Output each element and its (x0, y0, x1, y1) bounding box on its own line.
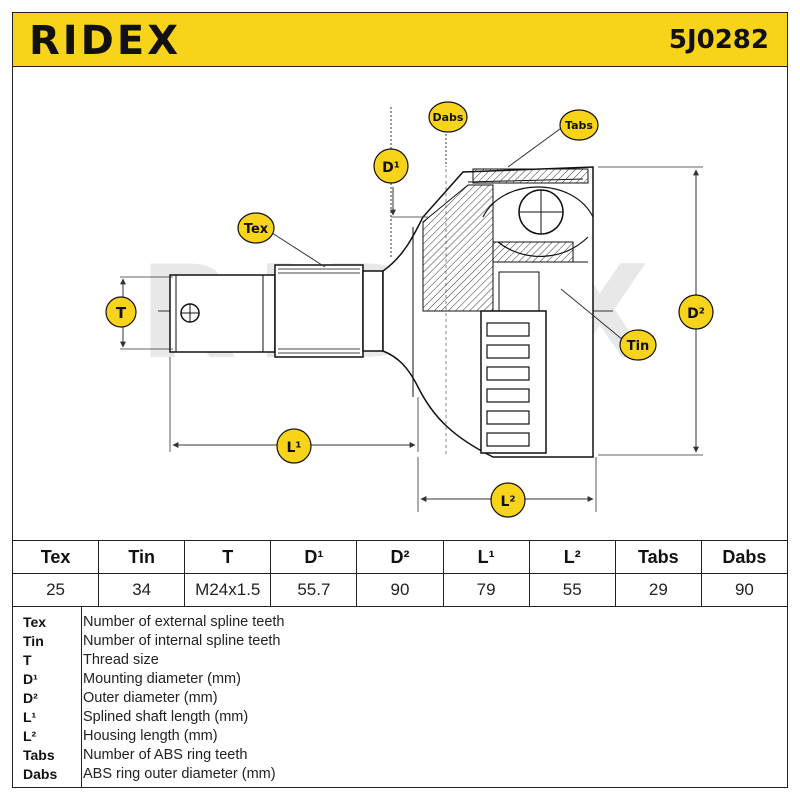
legend-row: D² Outer diameter (mm) (13, 690, 789, 709)
dabs-callout: Dabs (428, 101, 468, 133)
tex-callout: Tex (237, 212, 275, 244)
legend-desc: Housing length (mm) (83, 728, 218, 744)
legend-panel: Tex Number of external spline teeth Tin … (12, 606, 788, 788)
tin-callout: Tin (619, 329, 657, 361)
svg-text:Tex: Tex (244, 222, 269, 237)
spec-value-cell: 90 (700, 573, 789, 607)
spec-header-cell: Tex (11, 540, 100, 574)
spec-header-cell: T (184, 540, 272, 574)
spec-value-row: 25 34 M24x1.5 55.7 90 79 55 29 90 (11, 573, 789, 607)
spec-header-cell: Dabs (700, 540, 789, 574)
t-callout: T (105, 296, 137, 328)
spec-value-cell: 79 (442, 573, 530, 607)
tin-leader (560, 288, 624, 341)
svg-text:L¹: L¹ (286, 440, 301, 456)
legend-desc: Mounting diameter (mm) (83, 671, 241, 687)
spec-value-cell: 29 (614, 573, 702, 607)
legend-key: T (23, 652, 32, 668)
legend-desc: Thread size (83, 652, 159, 668)
legend-key: Tex (23, 614, 47, 630)
spec-header-cell: Tin (98, 540, 186, 574)
legend-desc: ABS ring outer diameter (mm) (83, 766, 276, 782)
d2-callout: D² (678, 294, 714, 330)
legend-key: D¹ (23, 671, 38, 687)
svg-text:Dabs: Dabs (433, 111, 464, 124)
legend-key: Tin (23, 633, 44, 649)
brand-logo: RIDEX (29, 18, 182, 64)
svg-text:L²: L² (500, 494, 515, 510)
legend-desc: Number of ABS ring teeth (83, 747, 248, 763)
svg-text:Tin: Tin (627, 339, 650, 354)
legend-row: L¹ Splined shaft length (mm) (13, 709, 789, 728)
legend-desc: Splined shaft length (mm) (83, 709, 249, 725)
legend-desc: Outer diameter (mm) (83, 690, 218, 706)
l2-callout: L² (490, 482, 526, 518)
legend-divider (81, 606, 82, 787)
cv-joint-drawing: RIDEX (105, 101, 714, 518)
legend-key: Tabs (23, 747, 55, 763)
tabs-callout: Tabs (559, 109, 599, 141)
legend-key: L² (23, 728, 37, 744)
legend-row: T Thread size (13, 652, 789, 671)
spec-value-cell: 55 (528, 573, 616, 607)
legend-desc: Number of external spline teeth (83, 614, 285, 630)
legend-row: Tabs Number of ABS ring teeth (13, 747, 789, 766)
spec-value-cell: M24x1.5 (184, 573, 272, 607)
legend-row: Tin Number of internal spline teeth (13, 633, 789, 652)
spec-header-cell: D² (356, 540, 444, 574)
svg-text:T: T (116, 304, 127, 322)
legend-row: Tex Number of external spline teeth (13, 614, 789, 633)
splined-shaft (274, 264, 364, 358)
legend-desc: Number of internal spline teeth (83, 633, 281, 649)
spec-table: Tex Tin T D¹ D² L¹ L² Tabs Dabs 25 34 M2… (11, 540, 789, 607)
legend-row: D¹ Mounting diameter (mm) (13, 671, 789, 690)
legend-row: L² Housing length (mm) (13, 728, 789, 747)
legend-row: Dabs ABS ring outer diameter (mm) (13, 766, 789, 785)
spec-value-cell: 25 (11, 573, 100, 607)
legend-key: D² (23, 690, 38, 706)
legend-key: L¹ (23, 709, 37, 725)
spec-value-cell: 34 (98, 573, 186, 607)
tex-leader (268, 230, 326, 268)
spec-header-cell: L² (528, 540, 616, 574)
svg-text:Tabs: Tabs (565, 119, 593, 132)
spec-value-cell: 55.7 (270, 573, 358, 607)
spec-header-cell: Tabs (614, 540, 702, 574)
technical-drawing-frame: RIDEX (12, 67, 788, 540)
part-number: 5J0282 (668, 25, 769, 55)
svg-text:D²: D² (687, 306, 705, 322)
l1-callout: L¹ (276, 428, 312, 464)
tabs-leader (507, 125, 565, 168)
spec-header-cell: L¹ (442, 540, 530, 574)
svg-text:D¹: D¹ (382, 160, 400, 176)
d1-callout: D¹ (373, 148, 409, 184)
spec-value-cell: 90 (356, 573, 444, 607)
spec-header-cell: D¹ (270, 540, 358, 574)
legend-key: Dabs (23, 766, 58, 782)
header-bar: RIDEX 5J0282 (12, 12, 788, 67)
spec-header-row: Tex Tin T D¹ D² L¹ L² Tabs Dabs (11, 540, 789, 574)
